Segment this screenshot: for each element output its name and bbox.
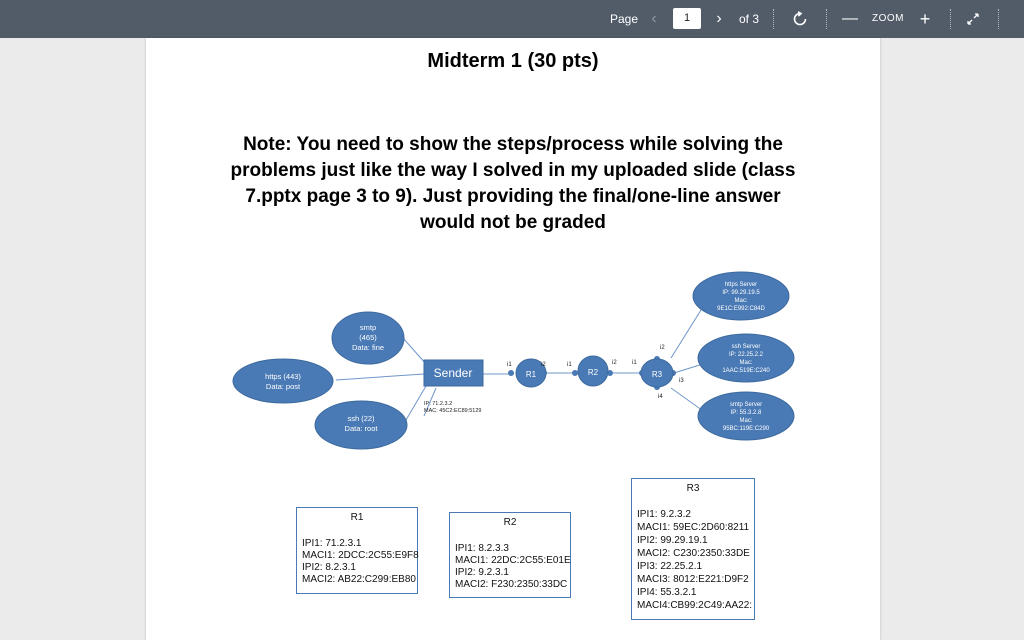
node-label: IP: 55.3.2.8 [731,410,762,416]
table-line: MACI2: F230:2350:33DC [455,579,568,590]
table-line: MACI1: 2DCC:2C55:E9F8 [302,550,419,561]
router-r2-node: R2 [577,355,609,387]
node-label: Data: post [266,382,301,391]
note-line: would not be graded [420,212,606,233]
interface-label: i2 [541,362,546,368]
interface-label: i1 [567,362,572,368]
node-label: Data: root [345,424,379,433]
toolbar-divider [826,9,827,29]
node-label: R3 [652,370,663,379]
node-label: R1 [526,370,537,379]
previous-page-button[interactable]: ‹ [651,10,657,27]
table-title: R1 [350,512,364,523]
toolbar-divider [773,9,774,29]
table-line: MACI1: 22DC:2C55:E01E [455,555,571,566]
router-r3-node: R3 [640,358,674,388]
https-client-node: https (443) Data: post [232,358,334,404]
https-server-node: https Server IP: 99.29.19.5 Mac: 9E1C:E9… [692,271,790,321]
sender-node: Sender [423,359,484,387]
node-label: Sender [434,366,473,380]
interface-label: i3 [679,378,684,384]
node-label: https Server [725,282,757,288]
interface-label: i1 [632,360,637,366]
table-line: IPI2: 99.29.19.1 [637,535,708,546]
interface-label: i2 [660,345,665,351]
instruction-note: Note: You need to show the steps/process… [226,132,800,236]
page-label: Page [610,12,639,26]
zoom-out-button[interactable]: — [842,10,858,27]
node-label: (465) [359,333,377,342]
zoom-label: ZOOM [872,13,904,24]
table-title: R3 [686,483,700,494]
r1-table: R1 IPI1: 71.2.3.1 MACI1: 2DCC:2C55:E9F8 … [296,507,419,594]
node-label: Mac: [734,298,747,304]
zoom-in-button[interactable]: + [919,9,931,29]
sender-ip: IP: 71.2.3.2 [424,401,452,407]
rotate-icon [793,10,807,26]
interface-label: i4 [658,394,663,400]
router-r1-node: R1 [515,358,547,388]
pdf-toolbar: Page ‹ 1 › of 3 — ZOOM + [0,0,1024,38]
toolbar-divider [950,9,951,29]
table-line: MACI1: 59EC:2D60:8211 [637,522,750,533]
node-label: R2 [588,368,599,377]
ssh-client-node: ssh (22) Data: root [314,400,408,450]
page-total: of 3 [739,12,760,26]
node-label: 1AAC:519E:C240 [722,368,770,374]
node-label: https (443) [265,372,301,381]
node-label: Mac: [739,360,752,366]
node-label: IP: 99.29.19.5 [722,290,760,296]
node-label: ssh Server [732,344,761,350]
table-line: IPI3: 22.25.2.1 [637,561,703,572]
table-line: IPI1: 8.2.3.3 [455,543,509,554]
pdf-page: Midterm 1 (30 pts) Note: You need to sho… [146,38,880,640]
network-links [335,301,707,421]
interface-label: i1 [507,362,512,368]
smtp-server-node: smtp Server IP: 55.3.2.8 Mac: 95BC:119E:… [697,391,795,441]
table-title: R2 [503,517,517,528]
toolbar-divider [998,9,999,29]
node-label: smtp Server [730,402,762,408]
node-label: Data: fine [352,343,384,352]
node-label: ssh (22) [347,414,375,423]
smtp-client-node: smtp (465) Data: fine [331,311,405,365]
table-line: IPI2: 9.2.3.1 [455,567,509,578]
table-line: IPI2: 8.2.3.1 [302,562,356,573]
table-line: IPI1: 9.2.3.2 [637,509,691,520]
node-label: Mac: [739,418,752,424]
rotate-button[interactable] [789,0,811,38]
node-label: 95BC:119E:C290 [723,426,770,432]
document-title: Midterm 1 (30 pts) [427,50,599,72]
table-line: MACI3: 8012:E221:D9F2 [637,574,749,585]
network-diagram: https (443) Data: post smtp (465) Data: … [232,271,795,450]
note-line: problems just like the way I solved in m… [230,160,796,181]
table-line: MACI2: C230:2350:33DE [637,548,750,559]
table-line: IPI1: 71.2.3.1 [302,538,362,549]
node-label: smtp [360,323,376,332]
sender-mac: MAC: 45C2:EC89:5129 [424,408,481,414]
r3-table: R3 IPI1: 9.2.3.2 MACI1: 59EC:2D60:8211 I… [631,478,755,620]
note-line: Note: You need to show the steps/process… [243,134,783,155]
table-line: MACI4:CB99:2C49:AA22: [637,600,753,611]
interface-label: i2 [612,360,617,366]
node-label: 9E1C:E992:C84D [717,306,765,312]
interface-dots [508,356,676,390]
table-line: IPI4: 55.3.2.1 [637,587,697,598]
node-label: IP: 22.25.2.2 [729,352,764,358]
r2-table: R2 IPI1: 8.2.3.3 MACI1: 22DC:2C55:E01E I… [449,512,571,598]
next-page-button[interactable]: › [716,10,722,27]
expand-icon [967,13,979,25]
ssh-server-node: ssh Server IP: 22.25.2.2 Mac: 1AAC:519E:… [697,333,795,383]
table-line: MACI2: AB22:C299:EB80 [302,574,416,585]
note-line: 7.pptx page 3 to 9). Just providing the … [245,186,781,207]
page-number-input[interactable]: 1 [673,8,701,29]
fullscreen-button[interactable] [963,0,983,38]
